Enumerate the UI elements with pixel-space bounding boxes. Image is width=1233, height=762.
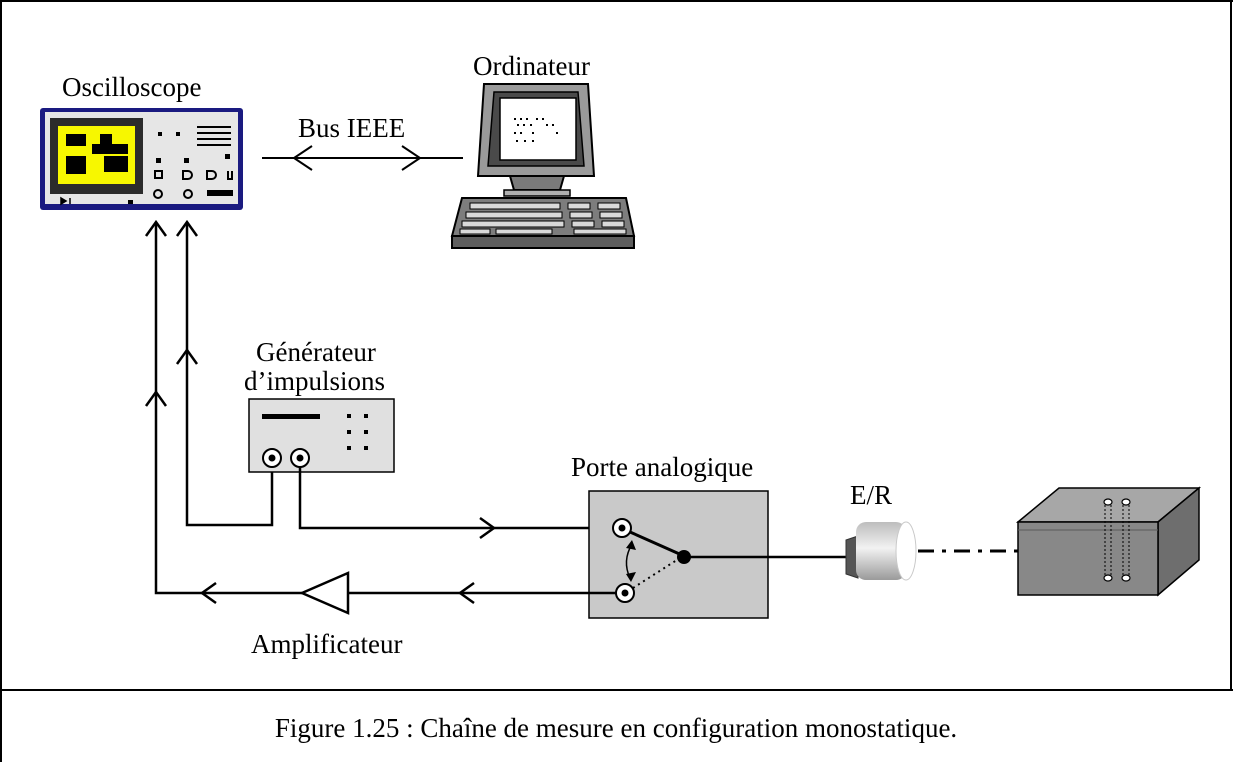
amplifier-triangle-icon [298, 571, 350, 615]
computer-label: Ordinateur [473, 51, 590, 81]
transducer-label: E/R [850, 480, 892, 510]
analog-gate-icon [588, 490, 769, 619]
figure-caption: Figure 1.25 : Chaîne de mesure en config… [275, 713, 957, 743]
generator-label-line1: Générateur [256, 337, 376, 367]
bus-ieee-arrow [262, 145, 463, 171]
generator-label-line2: d’impulsions [244, 366, 385, 396]
computer-icon [450, 83, 636, 249]
pulse-generator-icon [248, 398, 395, 473]
return-line [199, 581, 616, 605]
bus-label: Bus IEEE [298, 113, 405, 143]
oscilloscope-label: Oscilloscope [62, 72, 201, 102]
gate-label: Porte analogique [571, 452, 753, 482]
water-tank-icon [1015, 486, 1202, 597]
input-lines [144, 219, 302, 595]
amplifier-label: Amplificateur [251, 629, 402, 659]
transducer-icon [845, 521, 917, 581]
generator-output-line [298, 467, 620, 540]
oscilloscope-icon [40, 108, 243, 210]
